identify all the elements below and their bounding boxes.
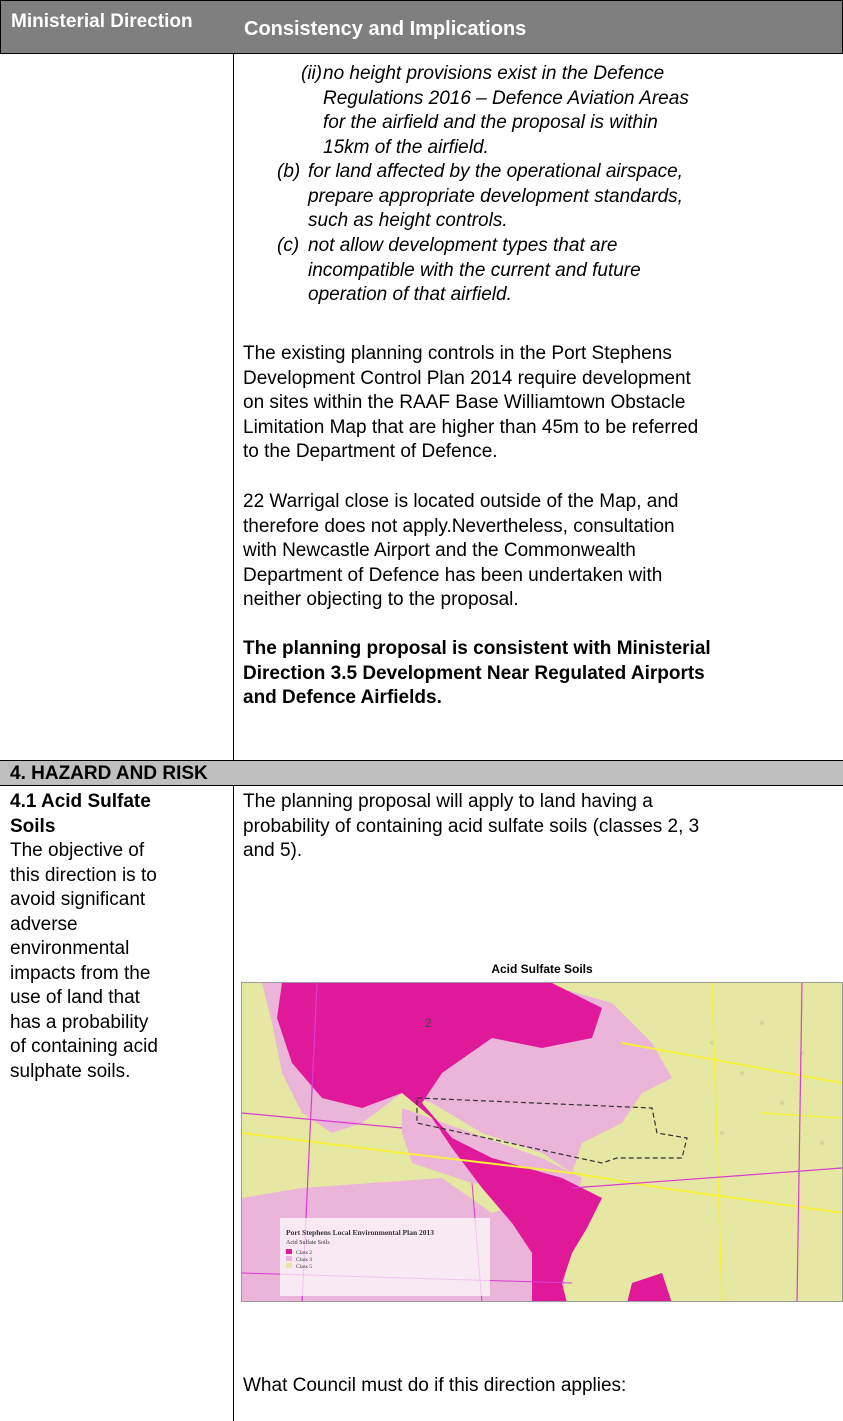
objective-line: environmental [10, 938, 130, 959]
road [621, 1042, 842, 1084]
conclusion-line: Direction 3.5 Development Near Regulated… [243, 662, 705, 684]
section-heading: 4. HAZARD AND RISK [10, 763, 208, 784]
item-ii-label: (ii) [301, 63, 323, 84]
objective-line: this direction is to [10, 864, 157, 886]
road [242, 1132, 842, 1214]
legend-swatch-class3 [286, 1256, 292, 1261]
conclusion-statement: The planning proposal is consistent with… [243, 637, 843, 711]
item-b-label: (b) [277, 161, 301, 182]
direction-title-line: Soils [10, 815, 56, 837]
legend-subtitle: Acid Sulfate Soils [286, 1239, 330, 1246]
paragraph-line: neither objecting to the proposal. [243, 589, 519, 610]
paragraph-line: Limitation Map that are higher than 45m … [243, 416, 699, 438]
paragraph-line: on sites within the RAAF Base Williamtow… [243, 392, 686, 413]
objective-line: adverse [10, 913, 78, 935]
paragraph-line: to the Department of Defence. [243, 441, 498, 462]
legend-item: Class 5 [296, 1264, 312, 1270]
item-ii-line: 15km of the airfield. [323, 136, 489, 158]
table-header-row: Ministerial Direction Consistency and Im… [0, 0, 843, 54]
paragraph-line: The existing planning controls in the Po… [243, 343, 672, 364]
acid-sulfate-soils-map: 2 Port Stephens Local Environmental Plan… [241, 982, 843, 1302]
map-legend-box [280, 1218, 490, 1296]
item-b-line: for land affected by the operational air… [308, 161, 683, 182]
paragraph-warrigal-close: 22 Warrigal close is located outside of … [243, 490, 841, 613]
legend-item: Class 3 [296, 1257, 312, 1263]
road [711, 983, 723, 1301]
item-ii: (ii) no height provisions exist in the D… [301, 62, 841, 160]
objective-line: has a probability [10, 1011, 149, 1033]
map-graphic: 2 Port Stephens Local Environmental Plan… [242, 983, 842, 1301]
objective-line: use of land that [10, 987, 140, 1008]
intro-line: The planning proposal will apply to land… [243, 791, 653, 812]
objective-line: The objective of [10, 840, 145, 861]
intro-line: probability of containing acid sulfate s… [243, 815, 700, 837]
paragraph-existing-controls: The existing planning controls in the Po… [243, 342, 841, 465]
item-c-line: not allow development types that are [308, 235, 618, 256]
acid-sulfate-intro: The planning proposal will apply to land… [243, 790, 843, 864]
item-c-label: (c) [277, 235, 300, 256]
section-heading-row: 4. HAZARD AND RISK [0, 760, 843, 786]
legend-swatch-class2 [286, 1249, 292, 1254]
objective-line: sulphate soils. [10, 1060, 131, 1082]
item-b-line: prepare appropriate development standard… [308, 185, 683, 207]
boundary [796, 983, 803, 1301]
map-title: Acid Sulfate Soils [491, 962, 593, 976]
intro-line: and 5). [243, 840, 303, 861]
paragraph-line: therefore does not apply.Nevertheless, c… [243, 515, 675, 537]
header-ministerial-direction: Ministerial Direction [11, 11, 193, 32]
item-c: (c) not allow development types that are… [277, 234, 842, 308]
legend-title: Port Stephens Local Environmental Plan 2… [286, 1228, 434, 1237]
objective-line: of containing acid [10, 1036, 158, 1057]
boundary [242, 1112, 403, 1129]
paragraph-line: Department of Defence has been undertake… [243, 564, 663, 586]
boundary [571, 1167, 842, 1189]
conclusion-line: and Defence Airfields. [243, 687, 442, 708]
site-outline [416, 1097, 688, 1164]
legend-swatch-class5 [286, 1263, 292, 1268]
objective-line: impacts from the [10, 962, 151, 984]
item-ii-line: Regulations 2016 – Defence Aviation Area… [323, 87, 689, 109]
item-b: (b) for land affected by the operational… [277, 160, 842, 234]
column-divider-bottom [233, 786, 234, 1421]
conclusion-line: The planning proposal is consistent with… [243, 638, 711, 659]
direction-title-line: 4.1 Acid Sulfate [10, 791, 151, 812]
class2-zone [277, 983, 602, 1301]
item-c-line: incompatible with the current and future [308, 259, 641, 281]
zone-label: 2 [425, 1016, 432, 1030]
direction-41: 4.1 Acid Sulfate Soils The objective of … [10, 790, 230, 1084]
class2-zone-small [627, 1273, 672, 1301]
item-ii-line: no height provisions exist in the Defenc… [323, 63, 665, 84]
column-divider-top [233, 54, 234, 760]
item-c-line: operation of that airfield. [308, 284, 512, 305]
item-ii-line: for the airfield and the proposal is wit… [323, 112, 658, 133]
map-texture [710, 1021, 824, 1145]
header-consistency-implications: Consistency and Implications [244, 18, 527, 40]
road [761, 1112, 842, 1119]
paragraph-line: 22 Warrigal close is located outside of … [243, 491, 679, 512]
item-b-line: such as height controls. [308, 210, 508, 231]
paragraph-line: Development Control Plan 2014 require de… [243, 367, 691, 389]
legend-item: Class 2 [296, 1250, 312, 1256]
paragraph-line: with Newcastle Airport and the Commonwea… [243, 540, 636, 561]
what-council-must-do: What Council must do if this direction a… [243, 1375, 627, 1396]
objective-line: avoid significant [10, 889, 146, 910]
